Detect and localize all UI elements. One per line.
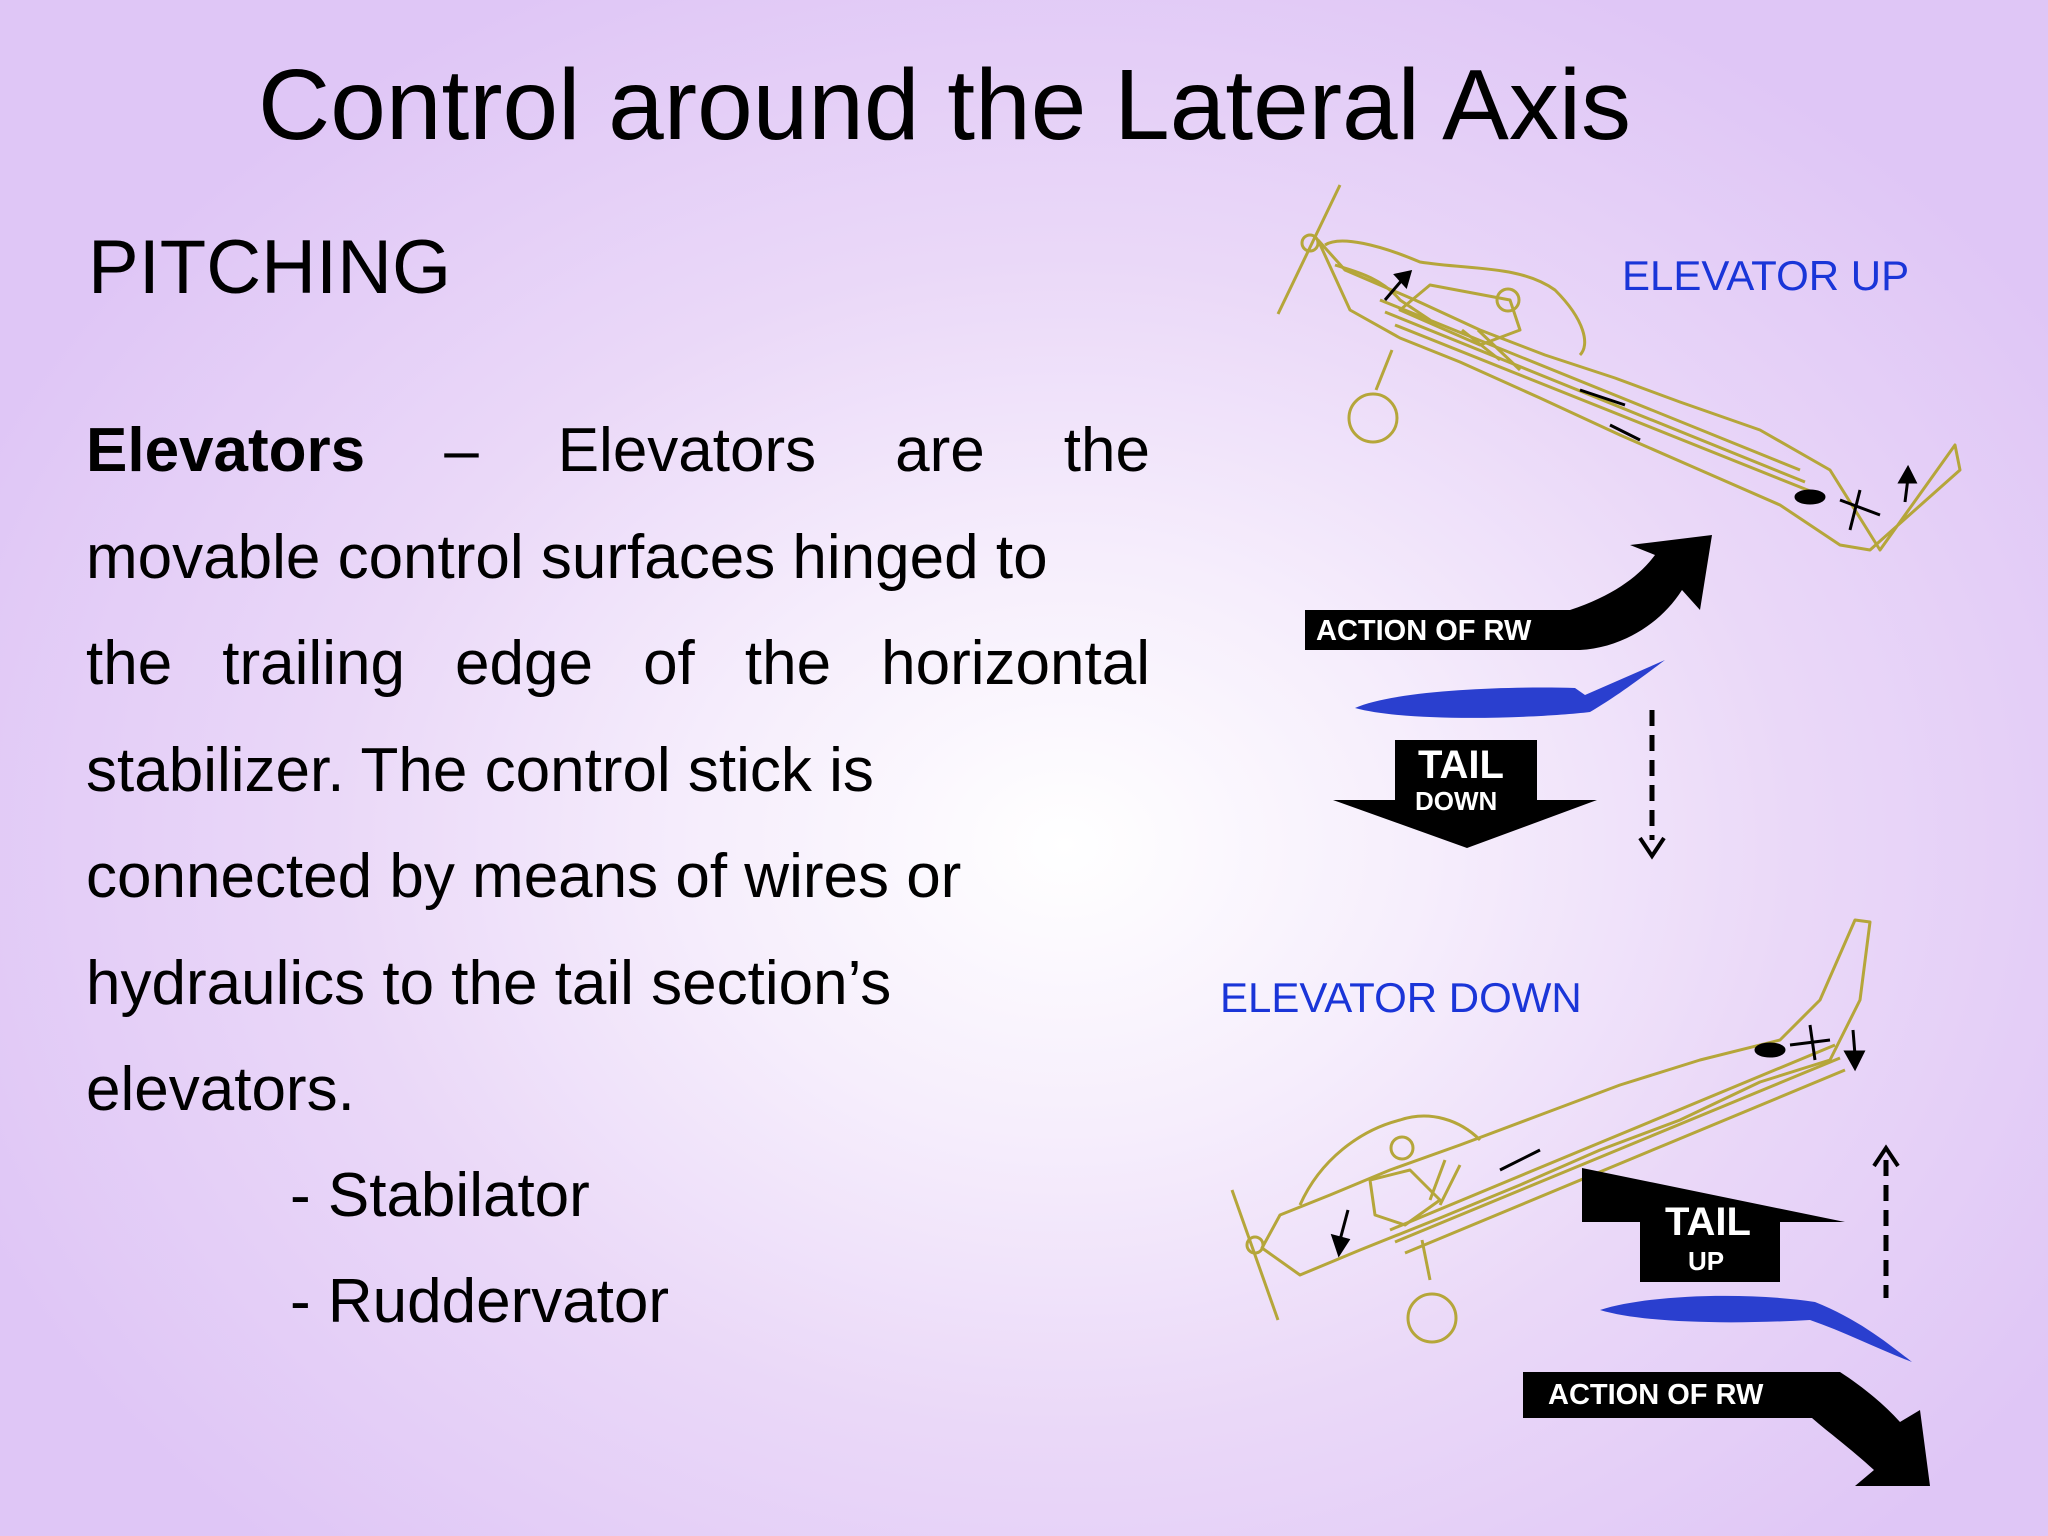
- tail-down-arrow: [1333, 740, 1597, 848]
- airplane-elevator-down: [1230, 918, 1872, 1344]
- control-arrows-down: [1330, 1024, 1866, 1258]
- label-tail-small-bottom: UP: [1688, 1246, 1724, 1276]
- bullet-stabilator: - Stabilator: [290, 1161, 590, 1230]
- airfoil-top: [1355, 660, 1665, 718]
- slide-subtitle: PITCHING: [88, 225, 452, 310]
- pitch-diagram: ELEVATOR UP ACTION OF RW TAIL DOWN ELEVA…: [1200, 170, 2000, 1500]
- body-line-6: hydraulics to the tail section’s: [86, 948, 892, 1018]
- dashed-up-arrow-head: [1872, 1144, 1900, 1168]
- label-tail-big-top: TAIL: [1418, 743, 1504, 787]
- label-action-rw-bottom: ACTION OF RW: [1548, 1379, 1764, 1411]
- body-line-2: movable control surfaces hinged to: [86, 522, 1048, 592]
- action-rw-arrow-top: [1305, 535, 1712, 650]
- airfoil-bottom: [1600, 1295, 1912, 1362]
- body-line-1-rest: – Elevators are the: [444, 416, 1150, 485]
- dashed-down-arrow-head: [1638, 836, 1666, 860]
- label-action-rw-top: ACTION OF RW: [1316, 615, 1532, 647]
- bullet-ruddervator: - Ruddervator: [290, 1267, 670, 1336]
- label-elevator-up: ELEVATOR UP: [1622, 252, 1909, 299]
- term-elevators: Elevators: [86, 416, 366, 485]
- action-rw-arrow-bottom: [1523, 1372, 1930, 1486]
- tail-up-arrow: [1582, 1168, 1845, 1282]
- label-tail-small-top: DOWN: [1415, 786, 1497, 816]
- body-line-5: connected by means of wires or: [86, 842, 962, 911]
- body-line-7: elevators.: [86, 1055, 355, 1124]
- label-elevator-down: ELEVATOR DOWN: [1220, 974, 1582, 1021]
- airplane-elevator-up: [1276, 184, 1962, 552]
- body-line-3: the trailing edge of the horizontal: [86, 629, 1150, 698]
- body-line-1: Elevators – Elevators are the: [86, 398, 1150, 505]
- label-tail-big-bottom: TAIL: [1665, 1200, 1751, 1244]
- body-line-4: stabilizer. The control stick is: [86, 735, 874, 805]
- control-arrows-up: [1383, 270, 1918, 531]
- slide-title: Control around the Lateral Axis: [258, 49, 1632, 161]
- body-paragraph: Elevators – Elevators are the movable co…: [86, 398, 1150, 1144]
- pitch-diagram-svg: ELEVATOR UP ACTION OF RW TAIL DOWN ELEVA…: [1220, 184, 1962, 1486]
